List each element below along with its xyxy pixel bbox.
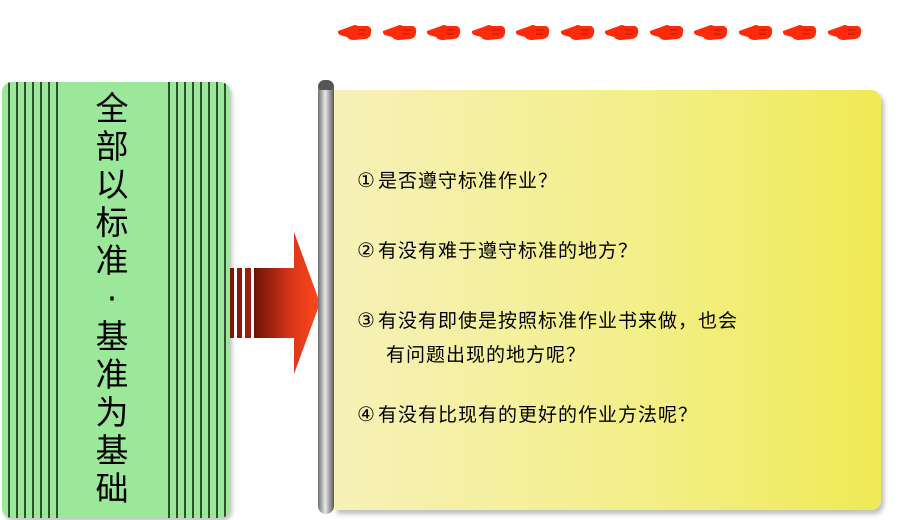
pointing-hand-icon xyxy=(471,25,505,40)
question-number: ④ xyxy=(357,402,376,426)
question-text: 有没有比现有的更好的作业方法呢？ xyxy=(377,404,698,426)
question-3-continued: 有问题出现的地方呢？ xyxy=(386,344,587,366)
pointing-hand-icon xyxy=(694,25,728,40)
question-number: ③ xyxy=(357,308,376,332)
title-char: 准 xyxy=(95,355,129,394)
title-char: 准 xyxy=(95,241,129,280)
arrow-body xyxy=(254,232,320,374)
pointing-hand-icon xyxy=(338,25,372,40)
pointing-hand-icon xyxy=(427,25,461,40)
pointing-hand-icon xyxy=(516,25,550,40)
foundation-panel: 全 部 以 标 准 · 基 准 为 基 础 xyxy=(2,82,230,518)
pointing-hand-icon xyxy=(738,25,772,40)
title-char: 基 xyxy=(95,431,129,470)
title-char: 全 xyxy=(95,89,129,128)
title-char: 为 xyxy=(95,393,129,432)
title-char: 础 xyxy=(95,469,129,508)
board-pole xyxy=(318,82,334,514)
arrow-stripe xyxy=(230,268,234,338)
pointing-hand-icon xyxy=(827,25,861,40)
pointing-hand-icon xyxy=(605,25,639,40)
pointing-hands-row xyxy=(338,22,868,46)
question-text: 有没有即使是按照标准作业书来做，也会 xyxy=(377,310,738,332)
pointing-hand-icon xyxy=(783,25,817,40)
title-char: 标 xyxy=(95,203,129,242)
vertical-title: 全 部 以 标 准 · 基 准 为 基 础 xyxy=(60,90,164,508)
title-char: · xyxy=(106,279,118,318)
arrow-stripe xyxy=(237,268,242,338)
pointing-hand-icon xyxy=(649,25,683,40)
title-char: 部 xyxy=(95,127,129,166)
title-char: 基 xyxy=(95,317,129,356)
right-arrow-icon xyxy=(230,232,320,374)
title-char: 以 xyxy=(95,165,129,204)
question-text: 是否遵守标准作业？ xyxy=(377,170,558,192)
pointing-hand-icon xyxy=(382,25,416,40)
question-number: ② xyxy=(357,238,376,262)
question-text: 有没有难于遵守标准的地方？ xyxy=(377,240,638,262)
question-number: ① xyxy=(357,168,376,192)
arrow-stripe xyxy=(245,268,251,338)
pole-cap xyxy=(318,80,334,90)
panel-center-fill xyxy=(60,82,164,518)
pointing-hand-icon xyxy=(560,25,594,40)
